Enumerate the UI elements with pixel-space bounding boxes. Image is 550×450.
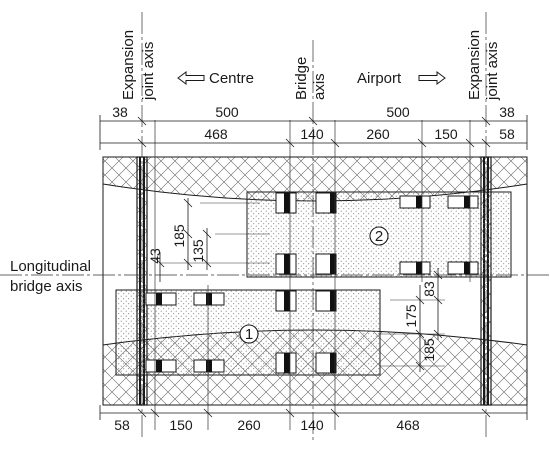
dim-v-83: 83: [421, 281, 437, 297]
longitudinal-label-line2: bridge axis: [10, 278, 83, 295]
dim-top-140: 140: [300, 126, 324, 142]
airport-label: Airport: [357, 70, 402, 87]
direction-airport: Airport: [357, 70, 446, 87]
vehicle-1-number: 1: [245, 326, 253, 343]
vehicle-1-wheels: [145, 290, 337, 374]
dim-top-38-left: 38: [112, 104, 128, 120]
top-dimension-lines: [99, 115, 528, 150]
bottom-dimension-lines: [99, 405, 528, 420]
arrow-left-icon: [177, 71, 205, 85]
vehicle-2-number: 2: [375, 228, 383, 245]
dim-top-260: 260: [366, 126, 390, 142]
vehicle-2-marker: [369, 226, 389, 246]
dim-top-468: 468: [204, 126, 228, 142]
bottom-dimension-texts: 58 150 260 140 468: [114, 417, 420, 433]
dim-top-500-right: 500: [386, 104, 410, 120]
centre-label: Centre: [209, 70, 254, 87]
dim-bottom-140: 140: [300, 417, 324, 433]
axes: [0, 12, 550, 440]
dim-top-58: 58: [499, 126, 515, 142]
joint-right-label-line1: Expansion: [466, 30, 483, 100]
dim-bottom-58: 58: [114, 417, 130, 433]
vehicle-2: 2: [246, 191, 512, 278]
joint-right-label-line2: joint axis: [484, 42, 501, 101]
dim-v-185-lower: 185: [421, 338, 437, 362]
bridge-axis-label-line2: axis: [311, 73, 328, 100]
dim-top-500-left: 500: [215, 104, 239, 120]
dim-bottom-468: 468: [396, 417, 420, 433]
top-dimension-texts: 38 500 500 38 468 140 260 150 58: [112, 104, 515, 142]
direction-centre: Centre: [177, 70, 254, 87]
dim-v-185-upper: 185: [171, 224, 187, 248]
bridge-axis-label-line1: Bridge: [293, 57, 310, 100]
headings: Expansion joint axis Bridge axis Expansi…: [120, 30, 501, 101]
joint-left-label-line2: joint axis: [140, 42, 157, 101]
dim-v-135: 135: [190, 239, 206, 263]
vertical-dimension-lines: [155, 198, 443, 372]
vertical-dimension-texts: 185 135 43 175 83 185: [147, 224, 437, 362]
dim-bottom-260: 260: [237, 417, 261, 433]
vehicle-2-wheels: [275, 192, 479, 275]
reference-lines: [160, 202, 445, 367]
dim-top-38-right: 38: [499, 104, 515, 120]
vehicle-1: 1: [115, 289, 381, 376]
vehicle-1-marker: [239, 324, 259, 344]
dim-top-150: 150: [434, 126, 458, 142]
dim-bottom-150: 150: [169, 417, 193, 433]
dim-v-43: 43: [147, 248, 163, 264]
arrow-right-icon: [418, 71, 446, 85]
dim-v-175: 175: [403, 304, 419, 328]
joint-left-label-line1: Expansion: [120, 30, 137, 100]
longitudinal-label-line1: Longitudinal: [10, 258, 91, 275]
